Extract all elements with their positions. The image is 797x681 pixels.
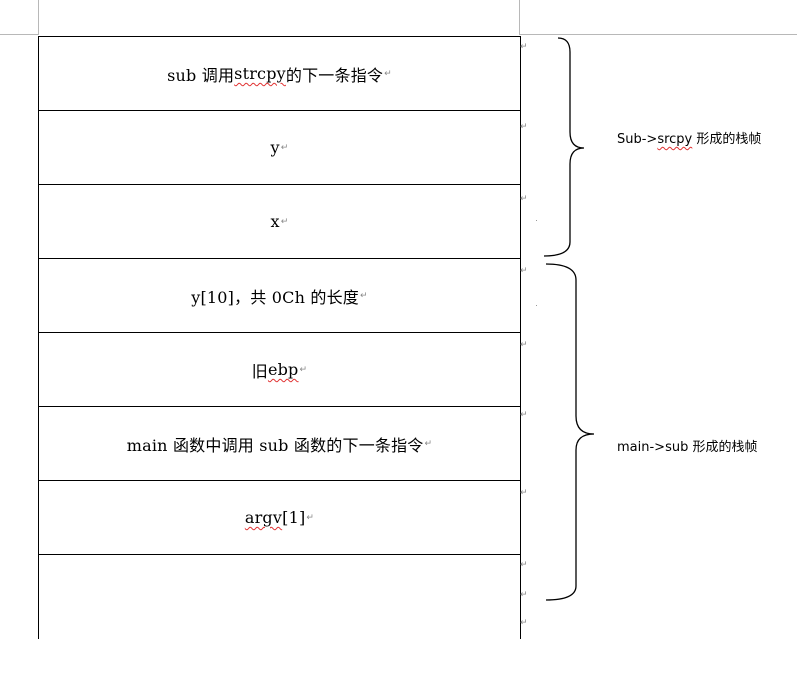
stack-cell: sub 调用 strcpy 的下一条指令↵	[39, 37, 520, 111]
paragraph-mark: ↵	[306, 512, 315, 523]
stack-cell-text: sub 调用	[167, 65, 235, 85]
sub-strcpy-frame-label: Sub->srcpy 形成的栈帧	[617, 132, 762, 147]
dot-mark	[536, 305, 537, 306]
paragraph-mark: ↵	[520, 618, 528, 628]
stack-cell-text: 的下一条指令	[285, 65, 384, 85]
paragraph-mark: ↵	[360, 290, 368, 301]
stack-cell-text: [1]	[282, 508, 306, 527]
stack-cell-text: 旧	[251, 361, 268, 381]
paragraph-mark: ↵	[520, 560, 528, 570]
stack-cell: argv[1]↵	[39, 481, 520, 555]
stack-cell: x↵	[39, 185, 520, 259]
stack-cell-text: strcpy	[234, 64, 286, 83]
paragraph-mark: ↵	[520, 42, 528, 52]
stack-cell: 旧 ebp↵	[39, 333, 520, 407]
paragraph-mark: ↵	[280, 216, 289, 227]
stack-cell	[39, 555, 520, 639]
paragraph-mark: ↵	[520, 488, 528, 498]
stack-cell-text: argv	[244, 508, 283, 527]
crop-mark-right-horizontal	[520, 34, 797, 35]
crop-mark-left-vertical	[38, 0, 39, 35]
crop-mark-right-vertical	[519, 0, 520, 35]
paragraph-marks-column: ↵ ↵ ↵ ↵ ↵ ↵ ↵ ↵ ↵ ↵	[520, 0, 534, 681]
stack-cell-text: y	[270, 138, 280, 157]
paragraph-mark: ↵	[520, 122, 528, 132]
stack-cell: y↵	[39, 111, 520, 185]
brace-svg	[543, 37, 595, 601]
paragraph-mark: ↵	[520, 590, 528, 600]
paragraph-mark: ↵	[424, 438, 433, 449]
paragraph-mark: ↵	[520, 340, 528, 350]
dot-mark	[536, 220, 537, 221]
paragraph-mark: ↵	[299, 364, 308, 375]
stack-cell-text: x	[270, 212, 280, 231]
paragraph-mark: ↵	[520, 194, 528, 204]
stack-frame-table: sub 调用 strcpy 的下一条指令↵y↵x↵y[10]，共 0Ch 的长度…	[38, 36, 521, 639]
stack-cell-text: y[10]，共 0Ch 的长度	[191, 287, 360, 307]
paragraph-mark: ↵	[384, 68, 392, 79]
brace-sub-strcpy	[543, 37, 585, 257]
paragraph-mark: ↵	[280, 142, 289, 153]
brace-main-sub	[545, 263, 595, 601]
paragraph-mark: ↵	[520, 266, 528, 276]
main-sub-frame-label: main->sub 形成的栈帧	[617, 440, 758, 455]
crop-mark-left-horizontal	[0, 34, 38, 35]
stack-cell-text: ebp	[267, 360, 299, 379]
stack-cell-text: main 函数中调用 sub 函数的下一条指令	[126, 435, 424, 455]
paragraph-mark: ↵	[520, 410, 528, 420]
stack-cell: y[10]，共 0Ch 的长度↵	[39, 259, 520, 333]
stack-cell: main 函数中调用 sub 函数的下一条指令↵	[39, 407, 520, 481]
